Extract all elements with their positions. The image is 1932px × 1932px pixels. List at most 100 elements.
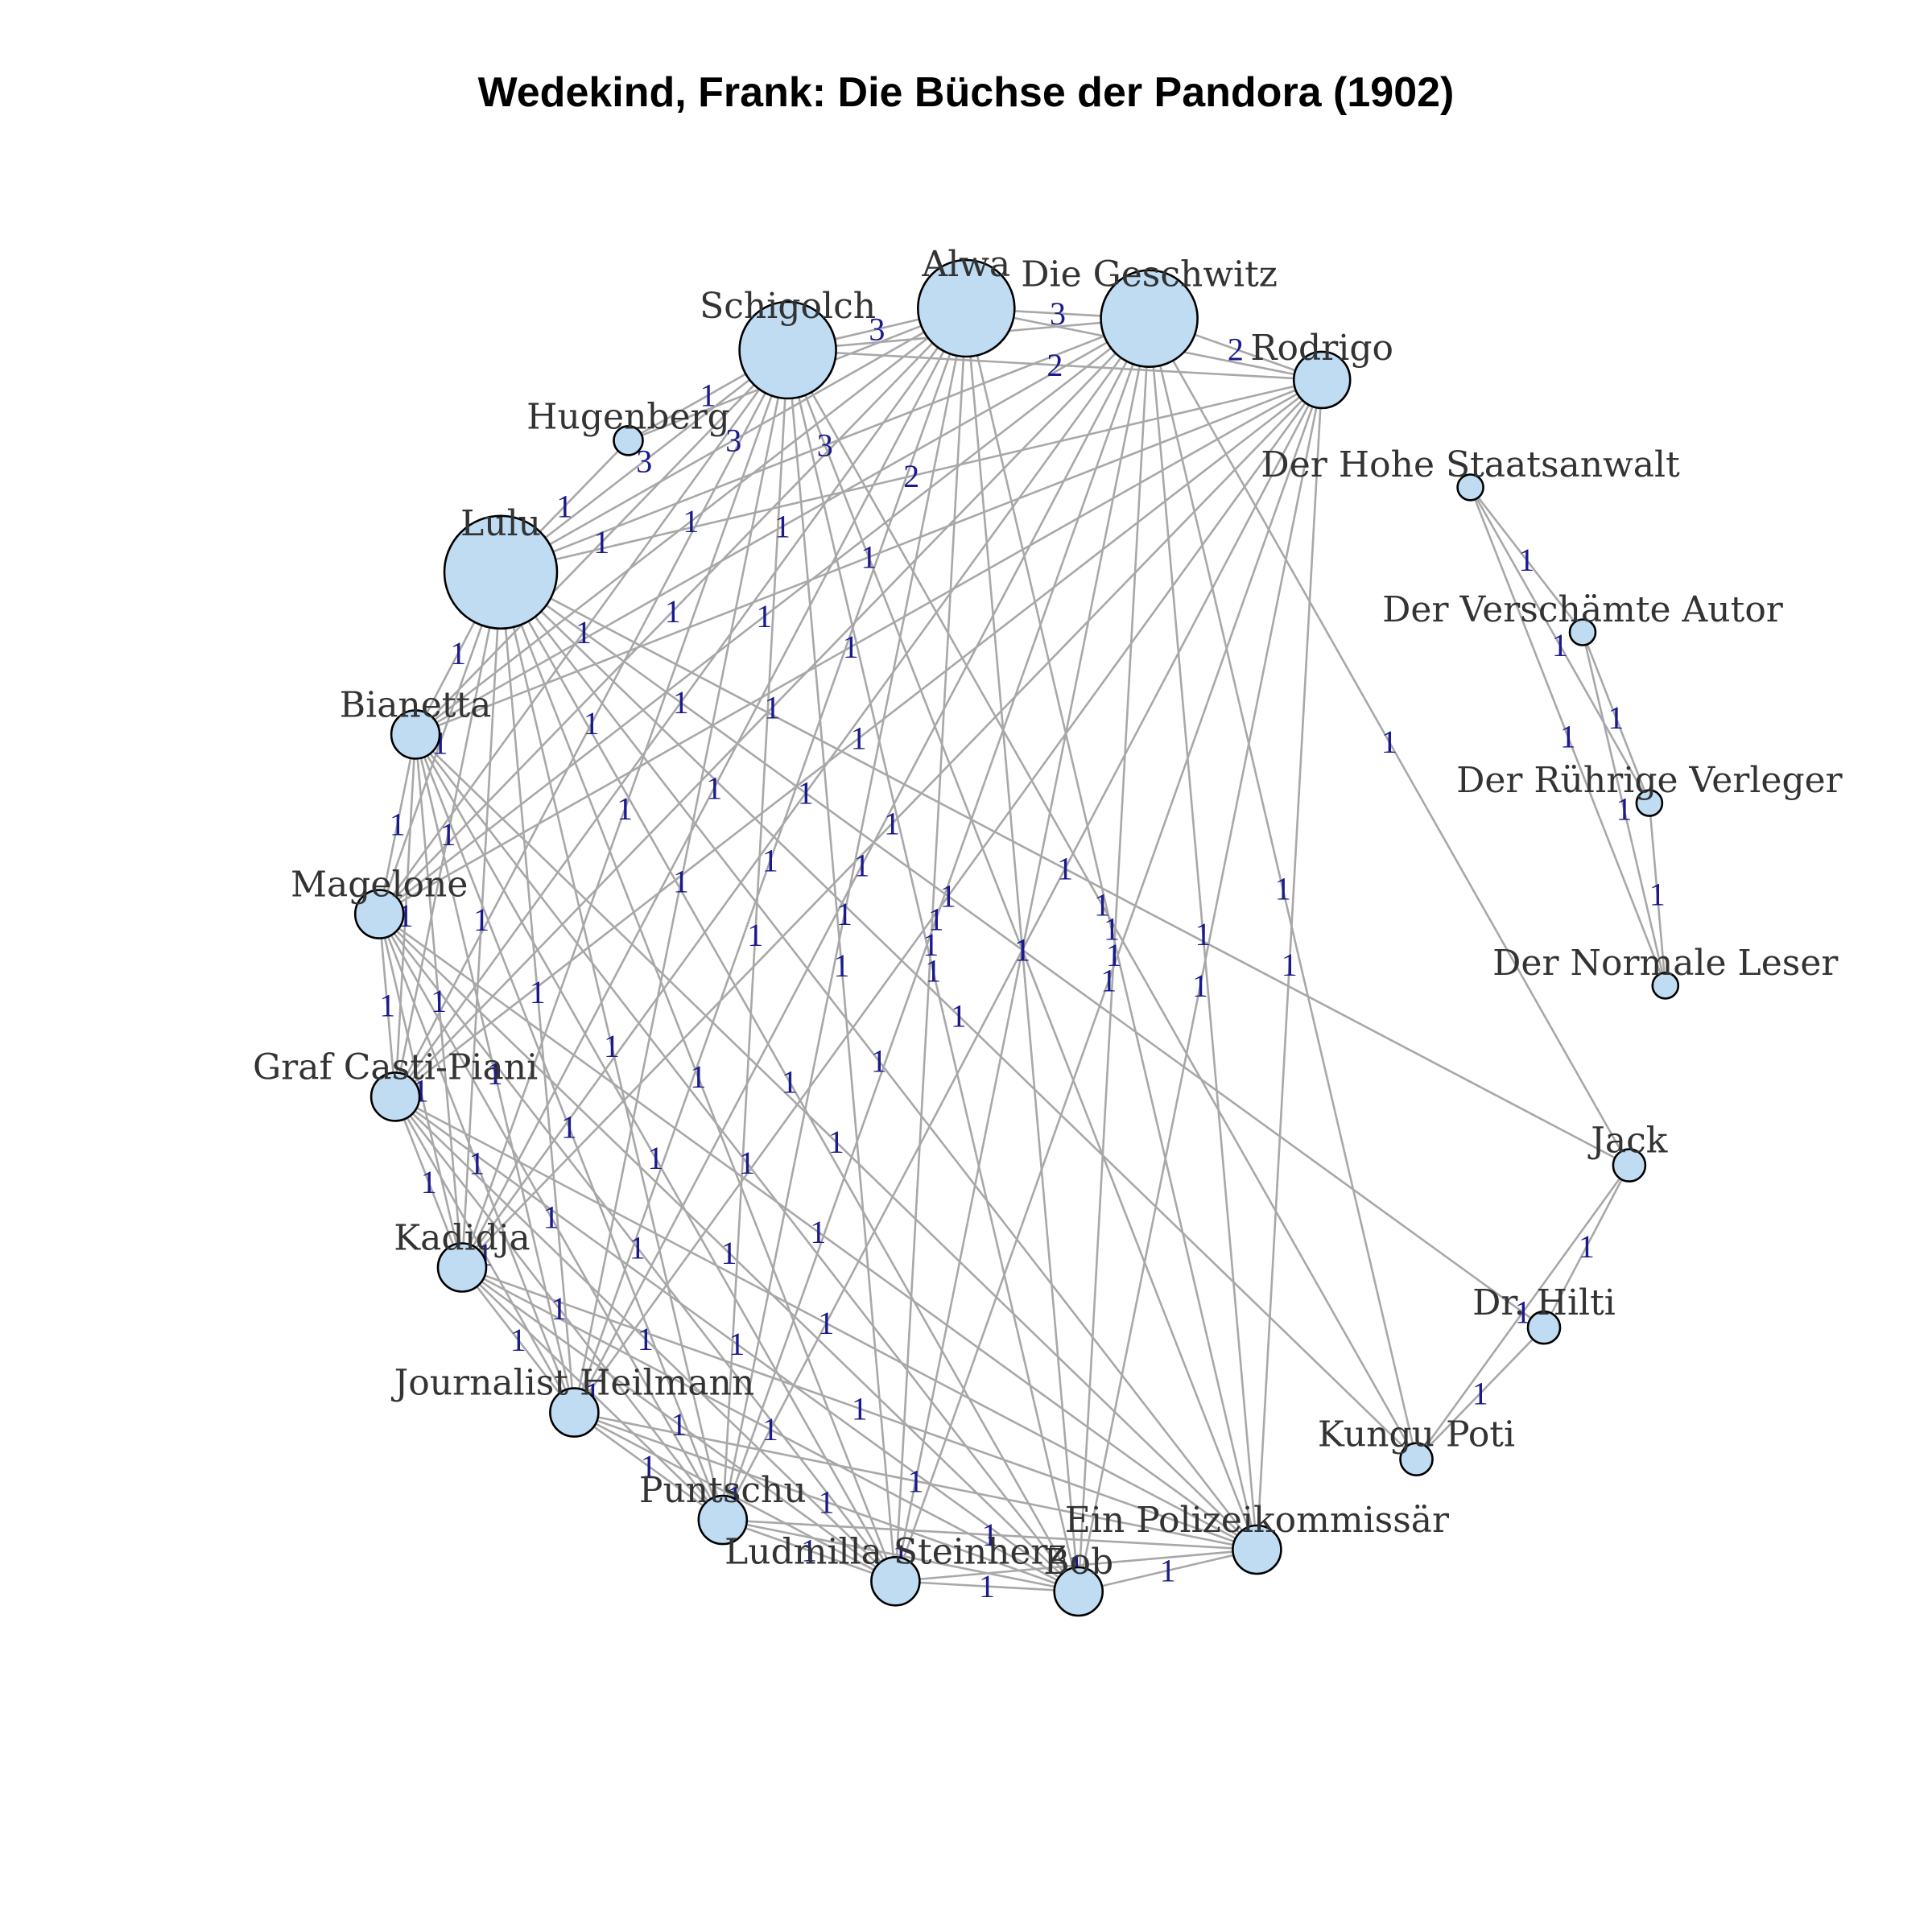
node[interactable] [369, 1071, 421, 1122]
edge [394, 1096, 1080, 1593]
edge-weight-label: 1 [673, 684, 689, 720]
node[interactable] [353, 889, 405, 939]
edge-weight-label: 1 [782, 1063, 798, 1100]
edge-weight-label: 1 [1608, 700, 1624, 736]
node-label: Kungu Poti [1318, 1414, 1515, 1455]
edge [1542, 1164, 1631, 1328]
edge [1077, 379, 1323, 1592]
edge-weight-label: 1 [774, 509, 791, 545]
edge [722, 1518, 1079, 1593]
edge [1077, 318, 1150, 1592]
edge-weight-label: 1 [390, 807, 406, 843]
node[interactable] [1100, 269, 1199, 369]
edge [460, 308, 968, 1269]
node[interactable] [549, 1387, 600, 1438]
edge [499, 572, 724, 1521]
edge [394, 572, 502, 1097]
node-label: Puntschu [639, 1470, 807, 1511]
edge-weight-label: 1 [706, 770, 722, 806]
edge-weight-label: 1 [1282, 947, 1298, 983]
node[interactable] [390, 709, 441, 760]
node[interactable] [1526, 1310, 1562, 1345]
node[interactable] [1399, 1442, 1434, 1476]
edge-weight-label: 1 [1552, 627, 1568, 663]
edge [1256, 379, 1323, 1550]
node[interactable] [1053, 1566, 1104, 1617]
edge-weight-label: 1 [561, 1109, 577, 1146]
node[interactable] [1292, 350, 1352, 410]
edge [500, 571, 1545, 1329]
edge-weight-label: 1 [951, 997, 967, 1034]
edge [414, 733, 724, 1521]
edge-weight-label: 1 [1014, 932, 1030, 968]
edge [461, 1266, 897, 1583]
edge [1415, 1327, 1545, 1460]
edge [415, 307, 968, 736]
node[interactable] [443, 514, 559, 630]
node[interactable] [1456, 473, 1484, 502]
node[interactable] [1232, 1524, 1282, 1575]
node[interactable] [1635, 789, 1664, 817]
edge [378, 378, 1323, 915]
edge-weight-label: 1 [721, 1235, 737, 1271]
edge-weight-label: 1 [1160, 1553, 1176, 1589]
node-label: Alwa [921, 244, 1010, 285]
node[interactable] [738, 300, 837, 400]
edge [378, 913, 1258, 1551]
edge [378, 913, 897, 1583]
edge [573, 318, 1150, 1414]
edge [1469, 486, 1651, 804]
edge [394, 1096, 464, 1268]
edge [499, 572, 1080, 1592]
node[interactable] [613, 424, 644, 456]
edge [721, 308, 968, 1521]
edge-weight-label: 1 [630, 1230, 646, 1266]
edge-weight-label: 1 [861, 539, 877, 576]
edge [461, 1266, 1080, 1593]
edge-weight-label: 1 [940, 878, 956, 914]
edge-weight-label: 1 [871, 1042, 887, 1079]
edge-weight-label: 1 [683, 503, 699, 539]
node[interactable] [1651, 972, 1680, 1000]
edge [722, 1518, 1257, 1551]
edge-weight-label: 1 [700, 378, 716, 414]
edge-weight-label: 1 [1515, 1294, 1531, 1331]
edge [1148, 318, 1631, 1166]
node-label: Der Rührige Verleger [1456, 760, 1843, 801]
edge [1648, 803, 1667, 986]
edge-weight-label: 1 [431, 983, 447, 1019]
edge-weight-label: 1 [576, 614, 592, 650]
edge [1581, 632, 1651, 804]
edge-weight-label: 1 [1195, 916, 1212, 952]
edge-weight-label: 1 [638, 1321, 654, 1357]
edge [1469, 486, 1584, 634]
node-label: Rodrigo [1250, 328, 1393, 369]
edge [721, 349, 789, 1521]
edge [499, 572, 576, 1413]
node[interactable] [870, 1556, 921, 1607]
edge [1469, 486, 1667, 986]
node-label: Magelone [291, 865, 468, 906]
edge-weight-label: 1 [1014, 932, 1030, 968]
node[interactable] [1612, 1148, 1647, 1183]
edge [394, 378, 1323, 1098]
node[interactable] [1568, 618, 1597, 646]
edge-weight-label: 1 [1100, 963, 1117, 999]
edge-weight-label: 1 [530, 974, 546, 1010]
edge [1148, 318, 1258, 1550]
node-label: Die Geschwitz [1021, 254, 1278, 295]
node-label: Ein Polizeikommissär [1065, 1500, 1450, 1541]
edge-weight-label: 1 [647, 1140, 663, 1176]
node[interactable] [436, 1242, 488, 1293]
edge-weight-label: 1 [1014, 932, 1030, 968]
edge [378, 914, 576, 1414]
edge-weight-label: 1 [819, 1484, 835, 1520]
node[interactable] [917, 258, 1016, 358]
edge-weight-label: 1 [593, 524, 609, 560]
edge-weight-label: 1 [690, 1059, 706, 1095]
node[interactable] [697, 1494, 749, 1546]
edge [378, 914, 464, 1268]
node-label: Kadidja [394, 1218, 530, 1259]
node-label: Jack [1587, 1121, 1668, 1162]
